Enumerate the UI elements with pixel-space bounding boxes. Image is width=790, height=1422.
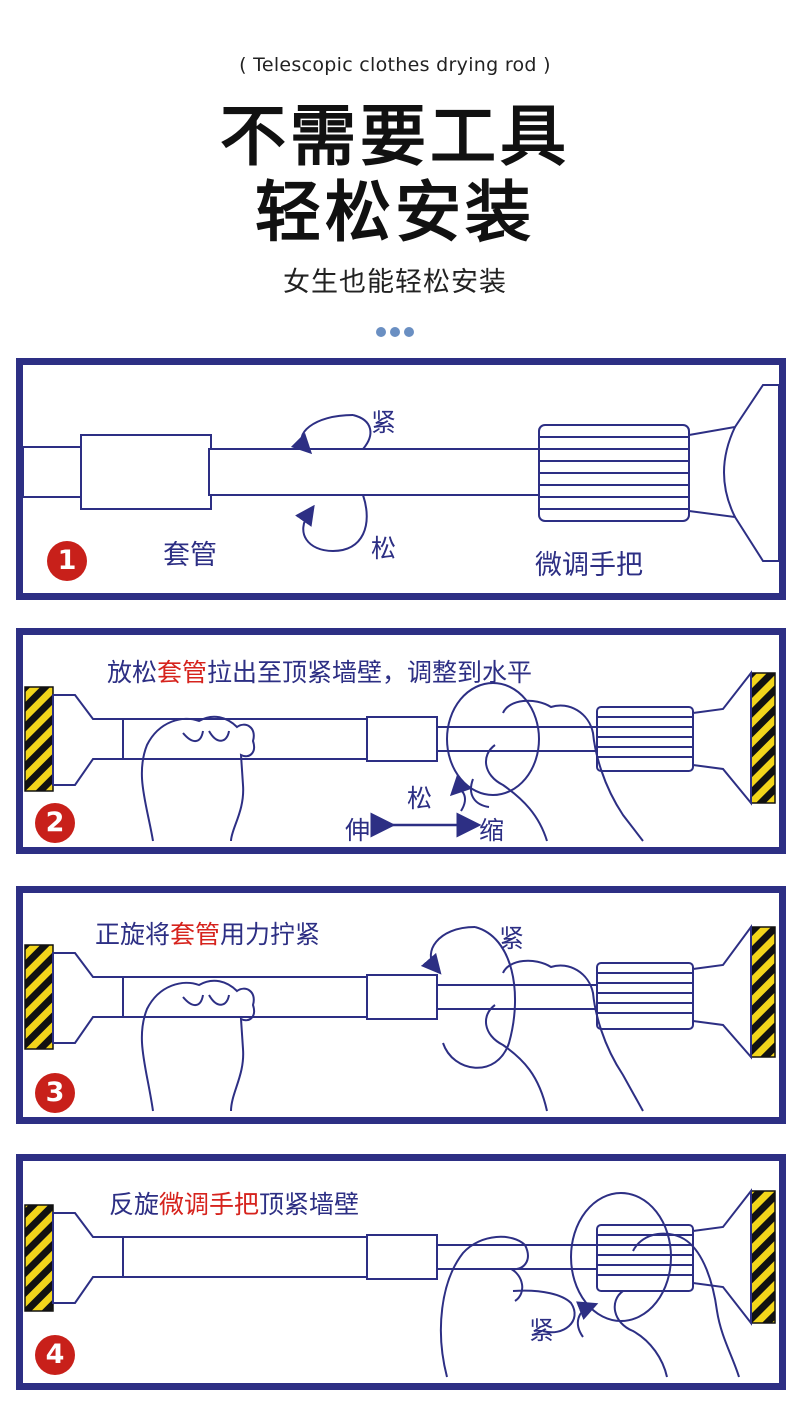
step-2-panel: 放松套管拉出至顶紧墙壁，调整到水平 松 伸 缩 2	[16, 628, 786, 854]
fine-tune-handle-ribs	[538, 424, 690, 522]
handle-label: 微调手把	[535, 550, 643, 581]
fine-tune-handle-ribs	[596, 1224, 694, 1292]
step-1-badge: 1	[47, 541, 87, 581]
step-4-illustration	[24, 1188, 776, 1378]
step-4-panel: 反旋微调手把顶紧墙壁 紧 4	[16, 1154, 786, 1390]
step-1-panel: 紧 松 套管 微调手把 1	[16, 358, 786, 600]
hand-left	[140, 715, 255, 842]
loosen-label: 松	[407, 784, 433, 813]
divider-dots	[376, 327, 414, 337]
hand-right	[613, 1232, 740, 1378]
step-3-instruction: 正旋将套管用力拧紧	[95, 920, 321, 949]
step-4-badge: 4	[35, 1335, 75, 1375]
step-3-panel: 正旋将套管用力拧紧 紧 3	[16, 886, 786, 1124]
title-line-2: 轻松安装	[255, 174, 535, 251]
fine-tune-handle-ribs	[596, 962, 694, 1030]
hand-left	[439, 1235, 576, 1378]
step-4-instruction: 反旋微调手把顶紧墙壁	[109, 1190, 360, 1219]
tighten-label: 紧	[499, 924, 525, 953]
step-3-illustration	[24, 923, 776, 1112]
title-line-1: 不需要工具	[220, 98, 570, 175]
subtitle-english: ( Telescopic clothes drying rod )	[239, 54, 551, 76]
step-3-badge: 3	[35, 1073, 75, 1113]
extend-label: 伸	[345, 816, 371, 845]
tighten-label: 紧	[371, 408, 397, 437]
hand-right	[485, 959, 644, 1112]
tighten-label: 紧	[529, 1316, 555, 1345]
step-2-illustration	[24, 670, 776, 842]
step-2-instruction: 放松套管拉出至顶紧墙壁，调整到水平	[107, 658, 533, 687]
loosen-label: 松	[371, 534, 397, 563]
step-1-illustration	[23, 384, 779, 562]
sleeve-label: 套管	[163, 540, 217, 571]
hand-left	[140, 979, 255, 1112]
tagline: 女生也能轻松安装	[283, 267, 507, 298]
retract-label: 缩	[479, 816, 505, 845]
step-2-badge: 2	[35, 803, 75, 843]
fine-tune-handle-ribs	[596, 706, 694, 772]
hand-right	[446, 682, 644, 842]
